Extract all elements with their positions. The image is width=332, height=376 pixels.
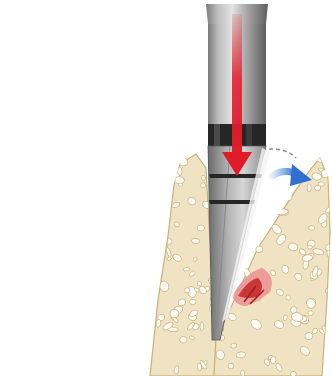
trabecula-pore	[269, 206, 279, 218]
trabecula-pore	[148, 175, 157, 184]
trabecula-pore	[318, 182, 324, 186]
trabecula-pore	[147, 217, 154, 225]
trabecula-pore	[171, 148, 175, 159]
trabecula-pore	[307, 184, 311, 192]
trabecula-pore	[266, 163, 273, 170]
trabecula-pore	[162, 215, 170, 223]
trabecula-pore	[267, 210, 277, 217]
trabecula-pore	[162, 156, 171, 166]
trabecula-pore	[263, 208, 271, 214]
trabecula-pore	[179, 336, 187, 343]
trabecula-pore	[164, 176, 171, 184]
trabecula-pore	[281, 175, 290, 185]
trabecula-pore	[190, 299, 197, 304]
trabecula-pore	[197, 145, 207, 155]
trabecula-pore	[162, 163, 168, 168]
trabecula-pore	[150, 151, 161, 162]
trabecula-pore	[147, 265, 160, 277]
trabecula-pore	[305, 332, 314, 340]
trabecula-pore	[276, 208, 288, 215]
trabecula-pore	[276, 149, 282, 156]
trabecula-pore	[266, 191, 278, 203]
trabecula-pore	[197, 363, 202, 371]
depth-mark-2	[209, 200, 255, 204]
trabecula-pore	[191, 238, 199, 244]
trabecula-pore	[270, 356, 276, 364]
trabecula-pore	[259, 189, 272, 197]
trabecula-pore	[197, 281, 202, 286]
trabecula-pore	[325, 288, 332, 293]
trabecula-pore	[326, 148, 331, 155]
trabecula-pore	[200, 322, 203, 331]
trabecula-pore	[255, 223, 260, 232]
trabecula-pore	[308, 225, 315, 230]
trabecula-pore	[284, 193, 292, 201]
trabecula-pore	[184, 287, 190, 293]
trabecula-pore	[286, 295, 291, 301]
trabecula-pore	[160, 176, 171, 187]
trabecula-pore	[263, 189, 275, 200]
trabecula-pore	[197, 225, 205, 231]
depth-mark-1	[209, 174, 262, 178]
trabecula-pore	[160, 197, 165, 203]
trabecula-pore	[174, 177, 185, 184]
trabecula-pore	[157, 204, 164, 213]
trabecula-pore	[177, 145, 183, 155]
trabecula-pore	[151, 259, 159, 266]
trabecula-pore	[308, 311, 314, 316]
trabecula-pore	[236, 351, 246, 358]
trabecula-pore	[164, 149, 173, 158]
trabecula-pore	[321, 147, 331, 157]
trabecula-pore	[146, 227, 156, 235]
